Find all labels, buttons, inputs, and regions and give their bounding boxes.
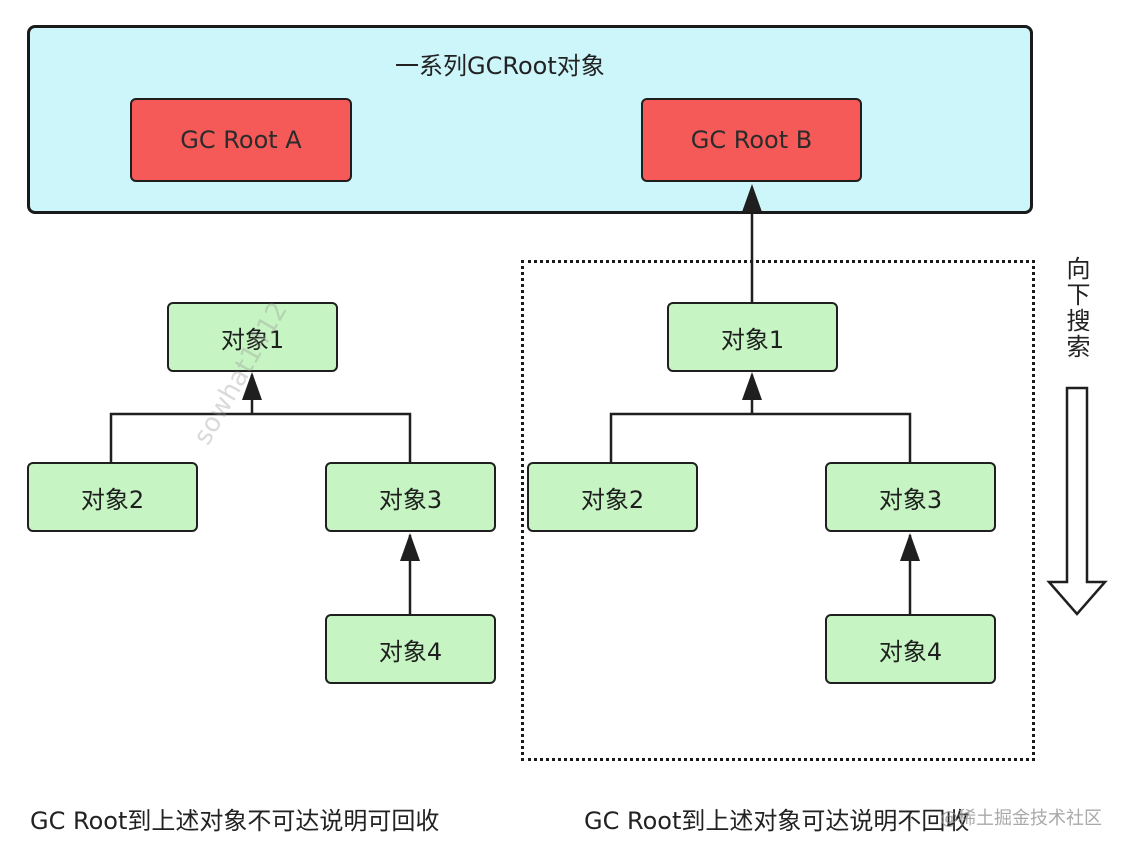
left-object-3-node: 对象3 <box>325 462 496 532</box>
right-object-1-label: 对象1 <box>720 325 785 354</box>
left-object-4-node: 对象4 <box>325 614 496 684</box>
search-direction-label: 向下搜索 <box>1062 256 1090 360</box>
right-object-4-node: 对象4 <box>825 614 996 684</box>
unreachable-caption: GC Root到上述对象不可达说明可回收 <box>30 807 440 835</box>
root-b-arrowhead <box>742 184 762 212</box>
left-object-4-label: 对象4 <box>378 637 443 666</box>
left-object-1-node: 对象1 <box>167 302 338 372</box>
right-object-3-node: 对象3 <box>825 462 996 532</box>
right-object-3-label: 对象3 <box>878 485 943 514</box>
left-obj4-arrowhead <box>400 533 420 561</box>
right-object-4-label: 对象4 <box>878 637 943 666</box>
right-object-1-node: 对象1 <box>667 302 838 372</box>
site-watermark: @稀土掘金技术社区 <box>940 808 1102 829</box>
left-obj2-link <box>109 412 412 462</box>
reachable-objects-box <box>521 260 1035 761</box>
reachable-caption: GC Root到上述对象可达说明不回收 <box>584 807 970 835</box>
left-object-3-label: 对象3 <box>378 485 443 514</box>
right-obj-links <box>609 412 912 462</box>
search-direction-arrow <box>1046 386 1108 616</box>
left-object-2-label: 对象2 <box>80 485 145 514</box>
right-obj4-arrowhead <box>900 533 920 561</box>
right-obj1-arrowhead <box>742 372 762 400</box>
right-object-2-node: 对象2 <box>527 462 698 532</box>
right-object-2-label: 对象2 <box>580 485 645 514</box>
left-object-2-node: 对象2 <box>27 462 198 532</box>
left-obj1-arrowhead <box>242 372 262 400</box>
gc-roots-panel-title: 一系列GCRoot对象 <box>395 52 605 80</box>
